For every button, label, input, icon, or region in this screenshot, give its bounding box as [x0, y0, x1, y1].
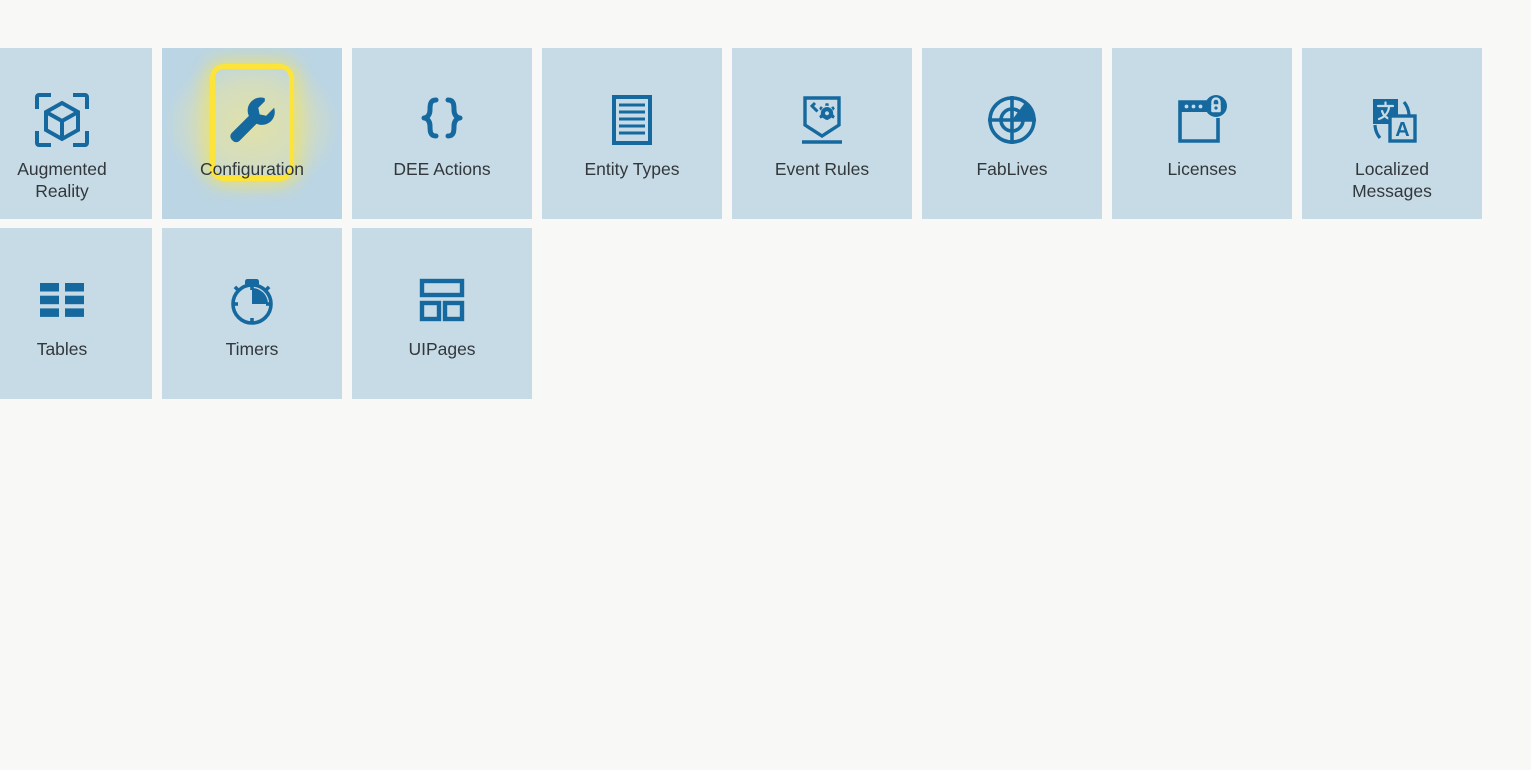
tile-entity-types[interactable]: Entity Types: [542, 48, 722, 219]
tile-label: Tables: [36, 339, 88, 359]
tile-row: m ringTablesTimersUIPages: [0, 228, 1531, 399]
tile-label: DEE Actions: [393, 159, 491, 179]
tile-configuration[interactable]: Configuration: [162, 48, 342, 219]
tile-dee-actions[interactable]: DEE Actions: [352, 48, 532, 219]
tile-label: Event Rules: [774, 159, 870, 179]
wrench-icon: [224, 92, 280, 148]
translate-icon: [1364, 92, 1420, 148]
tile-localized-messages[interactable]: Localized Messages: [1302, 48, 1482, 219]
tile-augmented-reality[interactable]: Augmented Reality: [0, 48, 152, 219]
tile-event-rules[interactable]: Event Rules: [732, 48, 912, 219]
tile-uipages[interactable]: UIPages: [352, 228, 532, 399]
stopwatch-icon: [224, 272, 280, 328]
document-lines-icon: [604, 92, 660, 148]
tile-label: Licenses: [1167, 159, 1237, 179]
browser-lock-icon: [1174, 92, 1230, 148]
tile-label: Entity Types: [584, 159, 680, 179]
tile-label: FabLives: [976, 159, 1048, 179]
tile-fablives[interactable]: FabLives: [922, 48, 1102, 219]
tile-tables[interactable]: Tables: [0, 228, 152, 399]
curly-braces-icon: [414, 92, 470, 148]
tile-licenses[interactable]: Licenses: [1112, 48, 1292, 219]
tile-label: Augmented Reality: [17, 159, 107, 201]
tile-label: Timers: [225, 339, 279, 359]
target-circle-icon: [984, 92, 1040, 148]
banner-gears-icon: [794, 92, 850, 148]
table-grid-icon: [34, 272, 90, 328]
tile-label: Configuration: [199, 159, 305, 179]
augmented-reality-cube-icon: [34, 92, 90, 148]
tile-label: Localized Messages: [1352, 159, 1432, 201]
tile-label: UIPages: [408, 339, 476, 359]
page-layout-icon: [414, 272, 470, 328]
tile-timers[interactable]: Timers: [162, 228, 342, 399]
